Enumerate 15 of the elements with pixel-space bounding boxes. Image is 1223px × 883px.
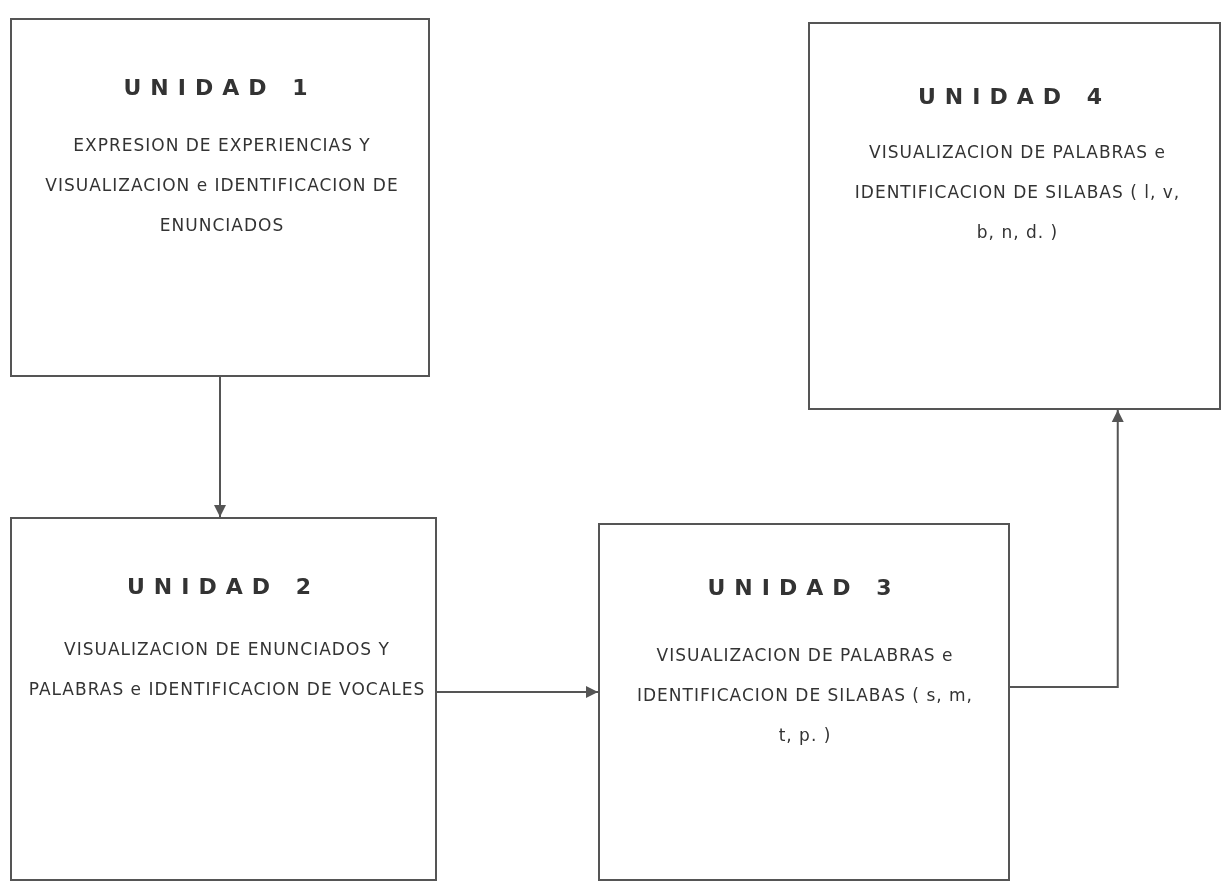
unit-box bbox=[808, 22, 1221, 410]
arrow bbox=[1009, 409, 1124, 688]
unit-title: UNIDAD 2 bbox=[126, 574, 321, 599]
unit-description: VISUALIZACION DE PALABRAS e IDENTIFICACION DE SILABAS ( l, v, b, n, d. ) bbox=[853, 141, 1182, 244]
arrow bbox=[214, 376, 226, 518]
unit-description: EXPRESION DE EXPERIENCIAS Y VISUALIZACION e IDENTIFICACION DE ENUNCIADOS bbox=[44, 134, 400, 237]
unit-box bbox=[598, 523, 1010, 881]
unit-title: UNIDAD 1 bbox=[122, 75, 318, 100]
unit-description: VISUALIZACION DE ENUNCIADOS Y PALABRAS e IDENTIFICACION DE VOCALES bbox=[27, 638, 427, 701]
unit-box bbox=[10, 18, 430, 377]
arrow bbox=[436, 686, 599, 698]
unit-title: UNIDAD 4 bbox=[917, 84, 1112, 109]
unit-box bbox=[10, 517, 437, 881]
unit-title: UNIDAD 3 bbox=[706, 575, 902, 600]
unit-description: VISUALIZACION DE PALABRAS e IDENTIFICACION DE SILABAS ( s, m, t, p. ) bbox=[636, 644, 974, 747]
